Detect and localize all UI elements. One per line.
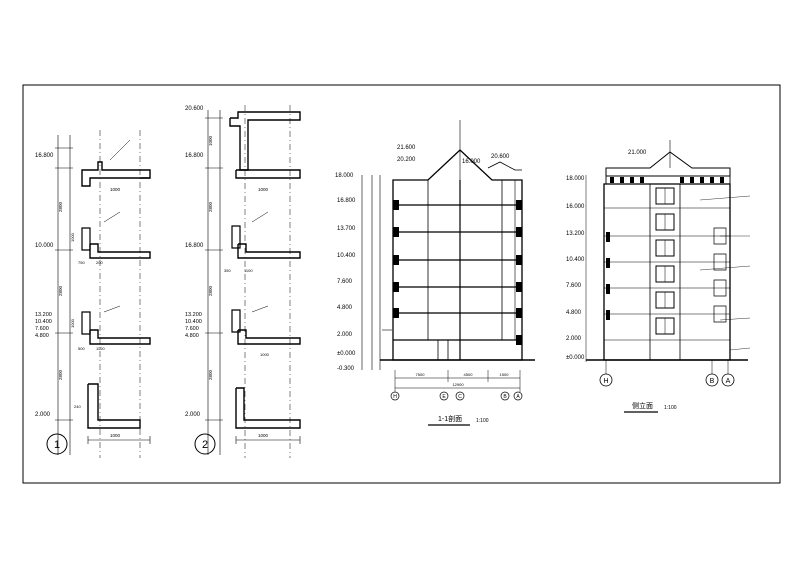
level-label: 16.800 — [337, 198, 356, 204]
axis-label: B — [503, 394, 507, 400]
dim-label: 7500 — [416, 372, 426, 377]
dim-label: 1000 — [70, 318, 75, 328]
level-label: 21.000 — [628, 150, 647, 156]
level-label: 16.800 — [185, 153, 204, 159]
dim-label: 1100 — [244, 268, 253, 273]
level-label: 2.000 — [185, 412, 201, 418]
dim-label: 1100 — [96, 346, 105, 351]
level-label: 20.600 — [491, 154, 510, 160]
level-label: 21.600 — [397, 145, 416, 151]
axis-label: B — [710, 378, 715, 385]
level-label: ±0.000 — [337, 351, 356, 357]
level-label: 7.600 — [185, 326, 199, 332]
wall-detail-1: 1 16.800 10.000 13.200 10.400 7.600 4.80… — [35, 130, 150, 458]
dim-label: 1000 — [110, 187, 121, 192]
level-label: 7.600 — [566, 283, 582, 289]
dim-label: 2800 — [208, 285, 213, 296]
level-label: 7.600 — [35, 326, 49, 332]
dim-label: 2800 — [58, 285, 63, 296]
level-label: 7.600 — [337, 279, 353, 285]
axis-label: H — [603, 378, 608, 385]
dim-label: 2800 — [208, 201, 213, 212]
level-label: 16.800 — [35, 153, 54, 159]
level-label: 2.000 — [337, 332, 353, 338]
level-label: 16.000 — [462, 159, 481, 165]
level-label: 13.200 — [35, 312, 52, 318]
level-label: 20.200 — [397, 157, 416, 163]
wall-detail-2: 2 20.600 16.800 16.800 13.200 10.400 7.6… — [185, 105, 300, 458]
dim-label: 750 — [78, 260, 85, 265]
level-label: 10.400 — [185, 319, 202, 325]
axis-label: A — [726, 378, 731, 385]
level-label: 10.400 — [566, 257, 585, 263]
level-label: 13.200 — [185, 312, 202, 318]
level-label: 16.000 — [566, 204, 585, 210]
dim-label: 500 — [78, 346, 85, 351]
level-label: 4.800 — [337, 305, 353, 311]
section-scale: 1:100 — [476, 418, 489, 424]
level-label: 13.200 — [566, 231, 585, 237]
side-elevation: H B A 21.000 18.000 16.000 13.200 10.400… — [566, 140, 750, 412]
dim-label: 1000 — [258, 433, 269, 438]
dim-label: 1000 — [260, 352, 270, 357]
detail-2-mark-circle — [195, 434, 215, 454]
detail-1-mark-circle — [47, 434, 67, 454]
detail-2-mark: 2 — [202, 439, 208, 451]
dim-label: 2800 — [58, 201, 63, 212]
level-label: 18.000 — [335, 173, 354, 179]
level-label: 4.800 — [185, 333, 199, 339]
dim-label: 4500 — [464, 372, 474, 377]
level-label: ±0.000 — [566, 355, 585, 361]
elevation-scale: 1:100 — [664, 405, 677, 411]
section-title: 1-1剖面 — [438, 414, 462, 423]
level-label: 4.800 — [566, 310, 582, 316]
dim-label: 2800 — [208, 369, 213, 380]
level-label: 10.400 — [35, 319, 52, 325]
dim-label: 1500 — [500, 372, 510, 377]
axis-label: E — [442, 394, 446, 400]
sheet-border — [23, 85, 780, 483]
level-label: -0.300 — [337, 366, 355, 372]
level-label: 2.000 — [35, 412, 51, 418]
level-label: 13.700 — [337, 226, 356, 232]
level-label: 2.000 — [566, 336, 582, 342]
dim-label: 240 — [74, 404, 81, 409]
level-label: 16.800 — [185, 243, 204, 249]
dim-label: 1000 — [110, 433, 121, 438]
dim-label: 1000 — [208, 135, 213, 146]
detail-1-mark: 1 — [54, 439, 60, 451]
dim-label: 1000 — [258, 187, 269, 192]
elevation-title: 侧立面 — [632, 401, 653, 410]
axis-label: C — [458, 394, 462, 400]
level-label: 20.600 — [185, 106, 204, 112]
level-label: 4.800 — [35, 333, 49, 339]
dim-label: 12900 — [452, 382, 464, 387]
level-label: 18.000 — [566, 176, 585, 182]
dim-label: 2800 — [58, 369, 63, 380]
dim-label: 350 — [224, 268, 231, 273]
level-label: 10.000 — [35, 243, 54, 249]
axis-label: H — [393, 394, 397, 400]
level-label: 10.400 — [337, 253, 356, 259]
dim-label: 1000 — [70, 232, 75, 242]
section-1-1: H E C B A 7500 4500 1500 12900 21.600 20… — [335, 120, 535, 425]
axis-label: A — [516, 394, 520, 400]
dim-label: 200 — [96, 260, 103, 265]
